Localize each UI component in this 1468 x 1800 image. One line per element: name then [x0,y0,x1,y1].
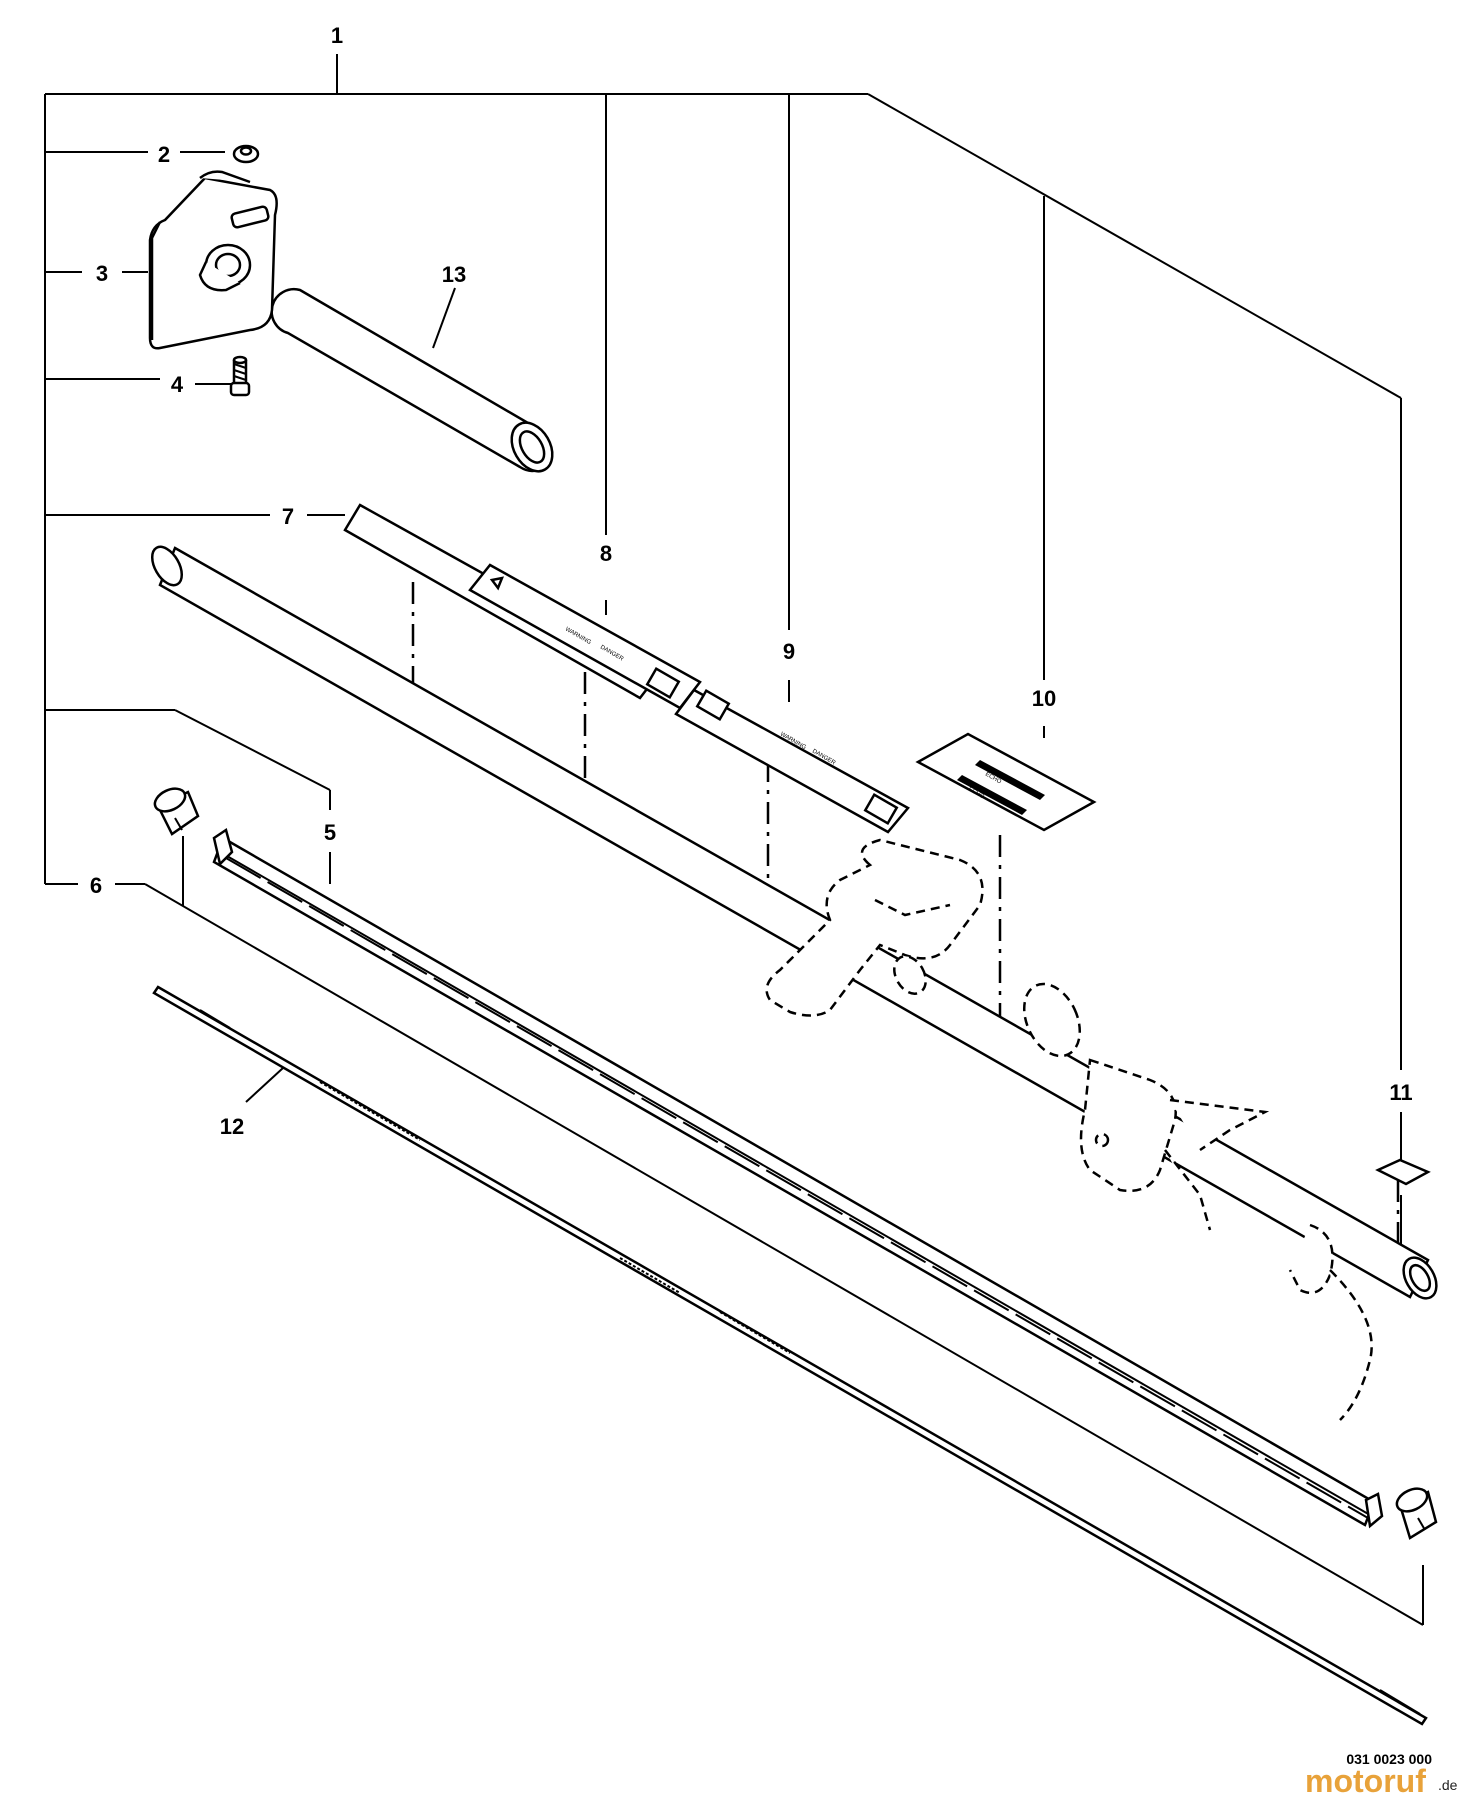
front-handle-phantom [765,838,984,1017]
callout-labels: 1 2 3 4 5 6 7 8 9 10 11 12 13 [90,23,1413,1139]
callout-12: 12 [220,1114,244,1139]
bushing-part-bottom [1395,1487,1438,1540]
warning-decal-strip: WARNING DANGER WARNING DANGER [343,503,910,834]
throttle-handle-phantom [1022,982,1373,1421]
callout-6: 6 [90,873,102,898]
screw-part [229,355,251,397]
callout-5: 5 [324,820,336,845]
bracket-plate-part [148,170,278,350]
callout-1: 1 [331,23,343,48]
callout-11: 11 [1389,1080,1412,1105]
callout-10: 10 [1032,686,1056,711]
logo-decal-plate: ECHO ECHO [915,732,1097,832]
shaft-liner-part [212,827,1384,1529]
bushing-part-top [153,787,200,836]
small-label-part [1375,1158,1431,1186]
nut-part [232,144,260,164]
callout-9: 9 [783,639,795,664]
reference-number: 031 0023 000 [1346,1751,1432,1767]
callout-3: 3 [96,261,108,286]
callout-2: 2 [158,142,170,167]
watermark-suffix: .de [1438,1777,1458,1793]
callout-13: 13 [442,262,466,287]
callout-8: 8 [600,541,612,566]
callout-4: 4 [171,372,184,397]
drive-cable-part [152,985,1428,1726]
callout-7: 7 [282,504,294,529]
watermark-logo: motoruf [1305,1763,1426,1799]
alignment-lines [411,582,1400,1256]
leader-lines [44,54,1424,1626]
footer: 031 0023 000 motoruf .de [1305,1751,1458,1799]
grip-sleeve-part [270,287,554,473]
